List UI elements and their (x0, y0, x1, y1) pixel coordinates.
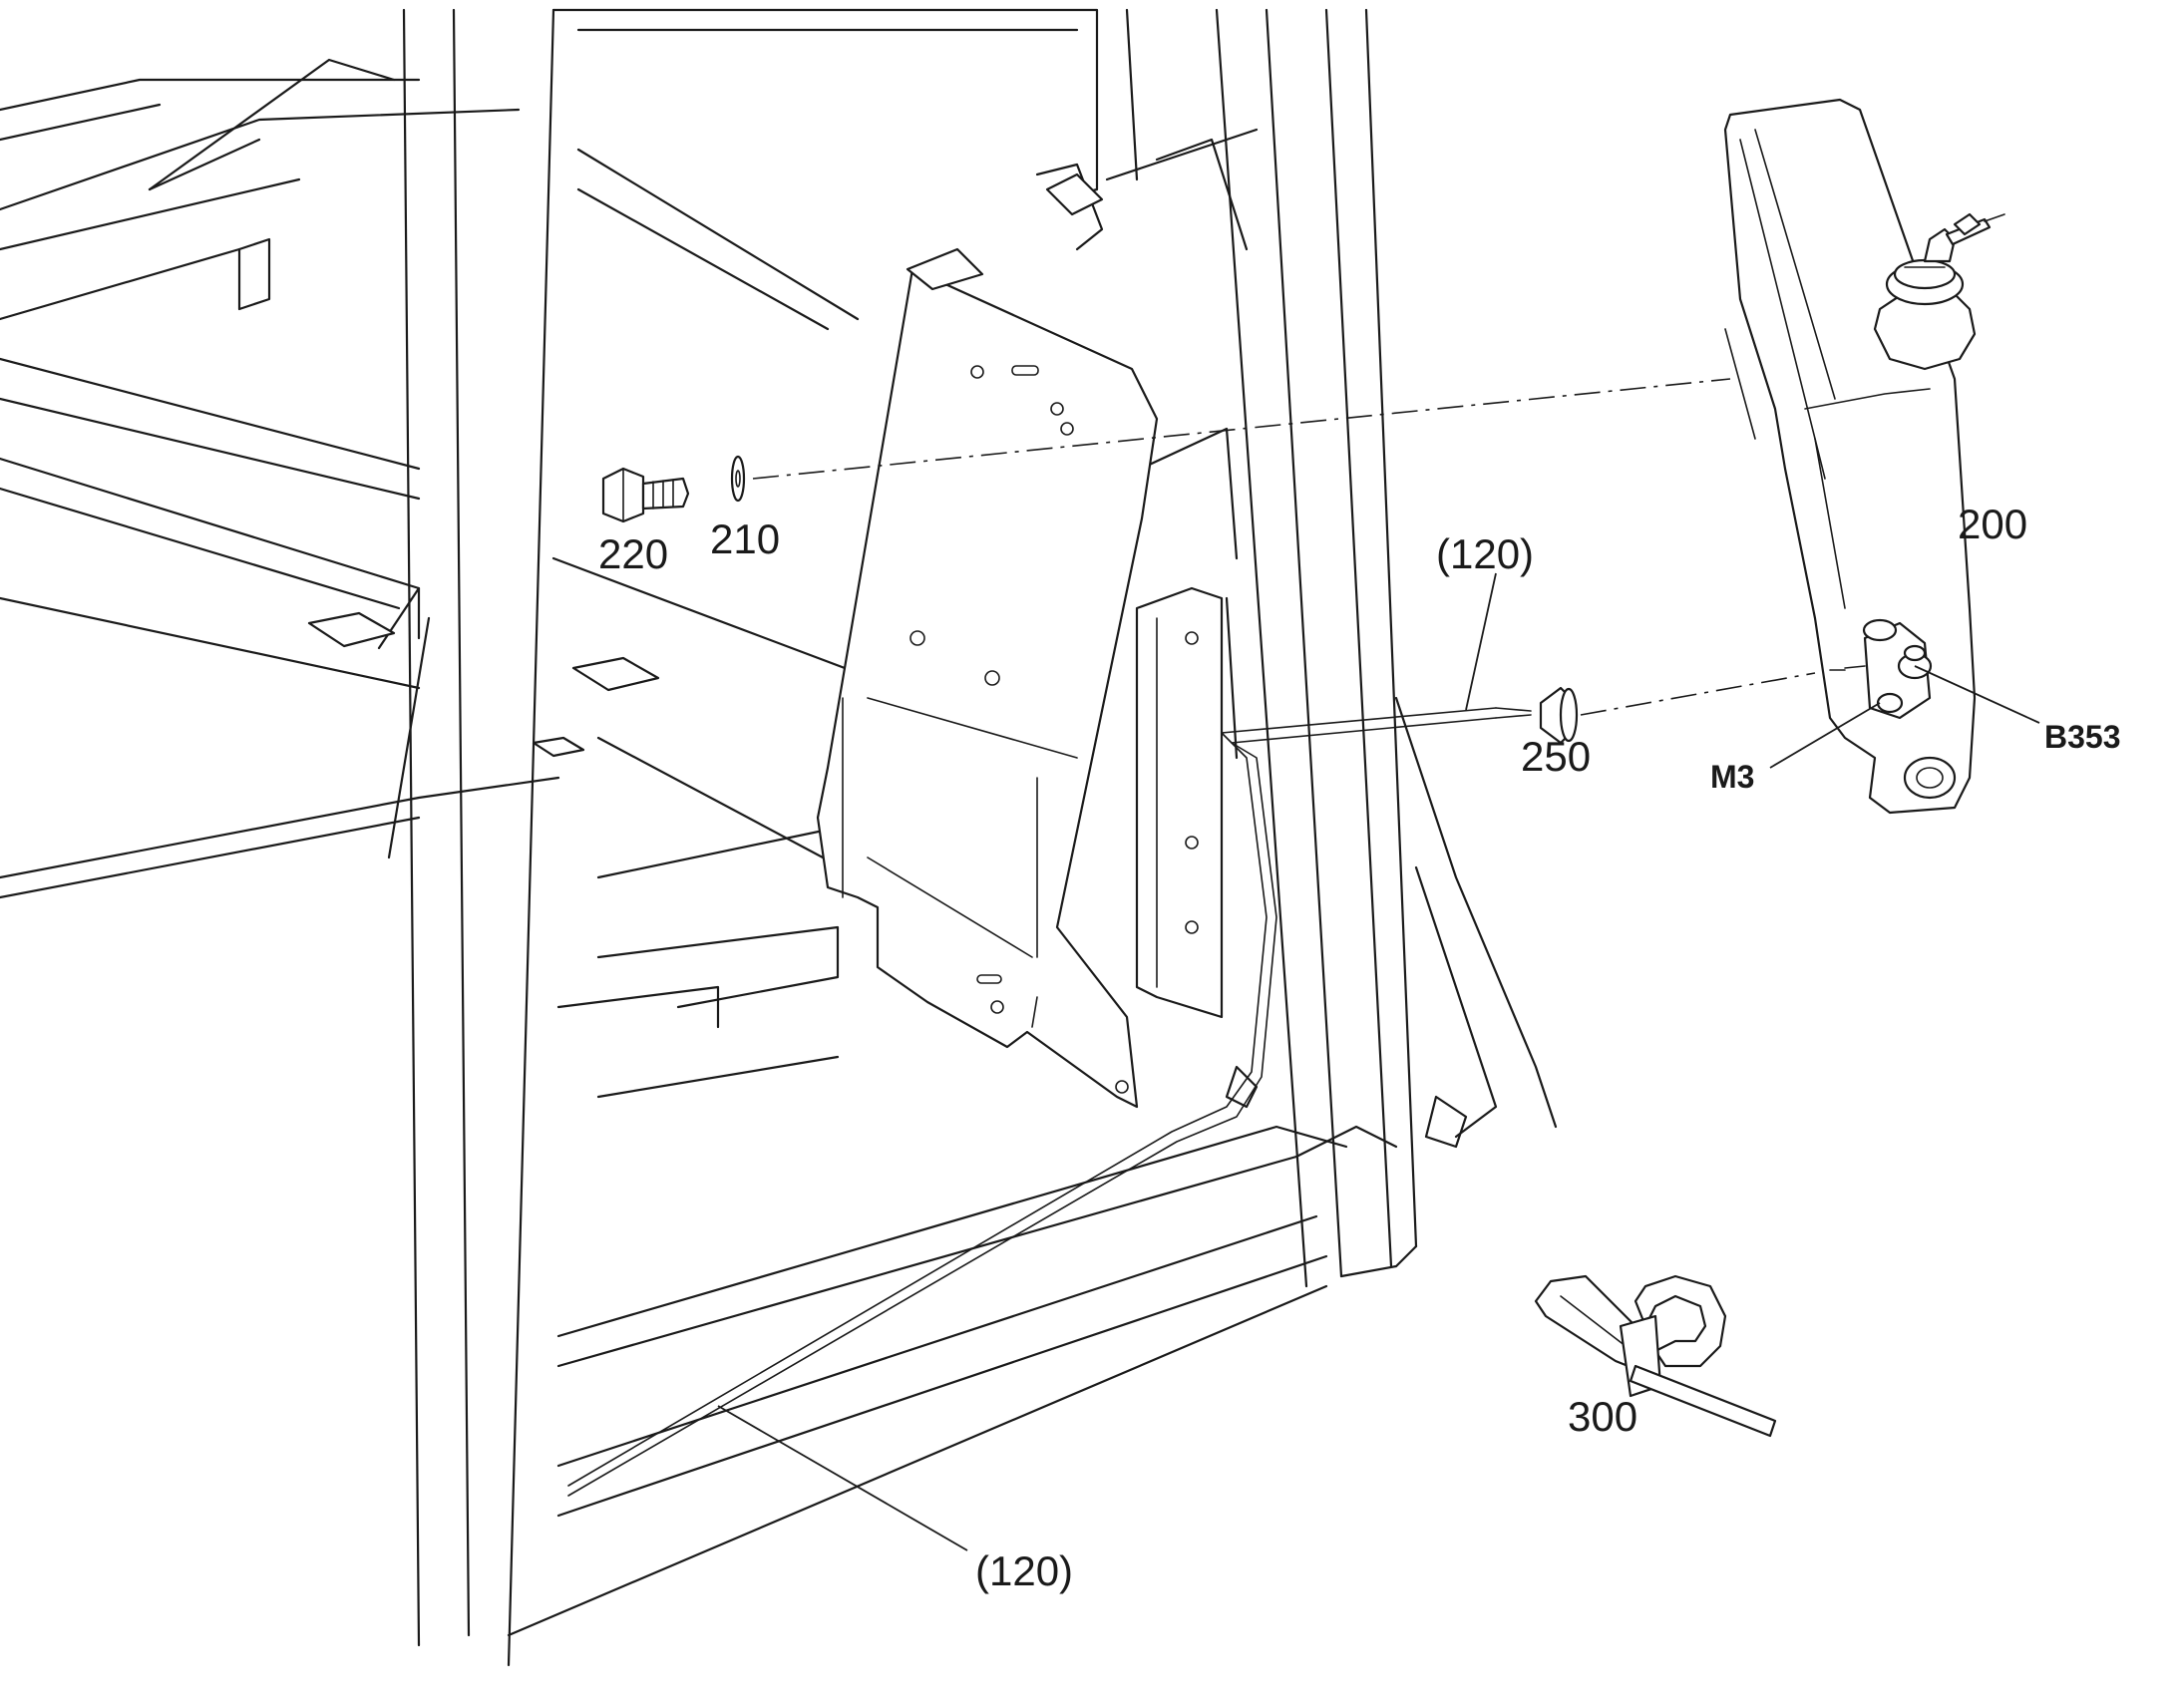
cable-tie-300 (1534, 1274, 1777, 1438)
wire-harness (567, 707, 1532, 1497)
callout-b353: B353 (2044, 719, 2121, 755)
bolt-220 (601, 467, 690, 523)
callout-250: 250 (1521, 733, 1591, 780)
machine-frame (0, 8, 1558, 1667)
side-bracket (1135, 586, 1224, 1019)
grommet-250 (1539, 686, 1579, 745)
callout-300: 300 (1568, 1393, 1637, 1440)
callout-120-upper: (120) (1436, 530, 1534, 577)
leader-b353 (1914, 665, 2040, 724)
alignment-line-lower (1580, 672, 1816, 716)
washer-fluid-tank (1723, 98, 2005, 815)
leader-120-upper (1465, 572, 1497, 711)
leader-120-lower (717, 1405, 968, 1551)
mounting-bracket-plate (816, 172, 1159, 1109)
callout-200: 200 (1958, 501, 2027, 547)
callout-220: 220 (598, 530, 668, 577)
callout-210: 210 (710, 515, 780, 562)
leader-m3 (1769, 702, 1881, 769)
washer-210 (730, 455, 746, 503)
callout-m3: M3 (1710, 759, 1754, 795)
callout-120-lower: (120) (975, 1547, 1073, 1594)
